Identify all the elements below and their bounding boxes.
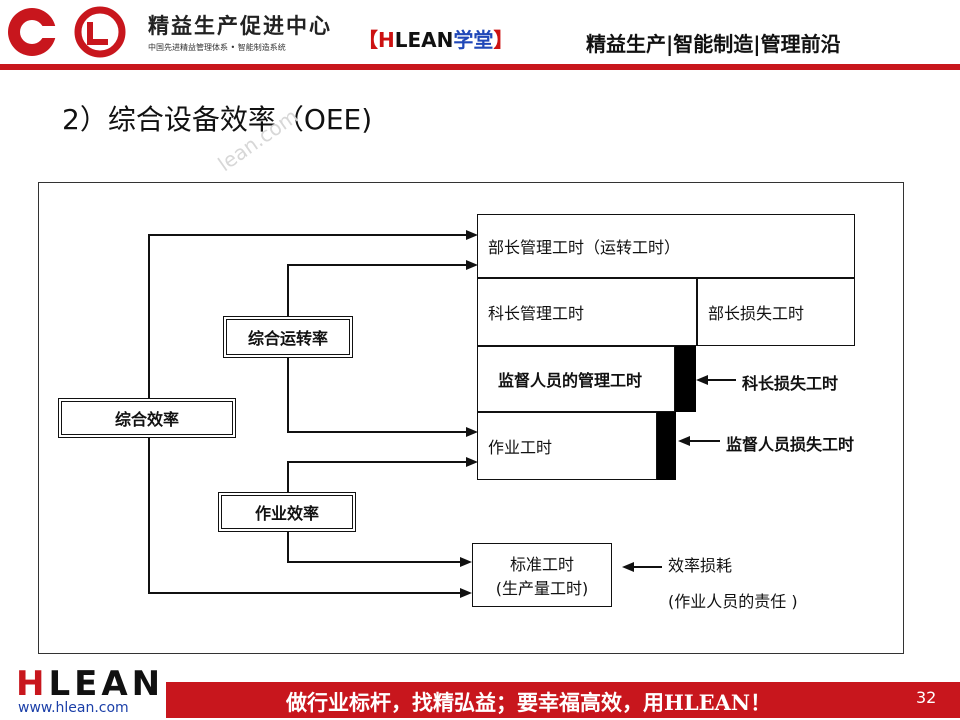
footer-logo: HLEAN (16, 664, 164, 704)
connector (287, 461, 466, 463)
label-efficiency-loss-note: (作业人员的责任 ) (668, 592, 798, 611)
box-dept-head-loss: 部长损失工时 (697, 278, 855, 346)
arrow-right-icon (466, 230, 478, 240)
banner-lean: LEAN (394, 28, 454, 52)
label-efficiency-loss: 效率损耗 (668, 556, 733, 575)
box-label-line1: 标准工时 (509, 555, 574, 574)
connector (287, 431, 466, 433)
loss-bar-supervisor (657, 412, 676, 480)
box-work-efficiency: 作业效率 (218, 492, 356, 532)
connector (148, 592, 460, 594)
box-label: 作业效率 (254, 504, 319, 523)
connector (287, 461, 289, 492)
box-section-chief-hours: 科长管理工时 (477, 278, 697, 346)
arrow-right-icon (460, 588, 472, 598)
connector (148, 234, 150, 398)
connector (634, 566, 662, 568)
box-label: 部长损失工时 (708, 304, 805, 323)
connector (690, 440, 720, 442)
arrow-left-icon (622, 562, 634, 572)
arrow-left-icon (678, 436, 690, 446)
connector (708, 379, 736, 381)
diagram-frame (38, 182, 904, 654)
box-standard-hours: 标准工时 (生产量工时) (472, 543, 612, 607)
box-work-hours: 作业工时 (477, 412, 657, 480)
footer-logo-lean: LEAN (48, 664, 165, 704)
banner-bracket-open: 【 (358, 28, 378, 52)
arrow-right-icon (460, 557, 472, 567)
box-overall-efficiency: 综合效率 (58, 398, 236, 438)
box-label: 综合运转率 (247, 329, 328, 348)
box-label: 部长管理工时（运转工时） (488, 238, 681, 257)
footer-slogan: 做行业标杆，找精弘益；要幸福高效，用HLEAN！ (286, 690, 772, 715)
arrow-left-icon (696, 375, 708, 385)
box-label: 综合效率 (114, 410, 179, 429)
page-title: 2）综合设备效率（OEE) (62, 103, 373, 136)
connector (148, 438, 150, 593)
header-banner: 【HLEAN学堂】 (358, 24, 513, 53)
brand-name: 精益生产促进中心 (148, 14, 332, 38)
connector (287, 358, 289, 432)
connector (287, 264, 466, 266)
connector (148, 234, 466, 236)
footer-url[interactable]: www.hlean.com (18, 700, 129, 716)
company-logo (8, 6, 126, 58)
label-section-chief-loss: 科长损失工时 (742, 374, 839, 393)
connector (287, 532, 289, 562)
box-label: 监督人员的管理工时 (498, 371, 643, 390)
arrow-right-icon (466, 260, 478, 270)
page-number: 32 (916, 688, 937, 707)
box-label: 科长管理工时 (488, 304, 585, 323)
arrow-right-icon (466, 457, 478, 467)
header-divider (0, 64, 960, 70)
banner-h: H (378, 28, 395, 52)
banner-cn: 学堂 (453, 28, 494, 52)
arrow-right-icon (466, 427, 478, 437)
box-label-line2: (生产量工时) (495, 579, 589, 598)
box-overall-operating-rate: 综合运转率 (223, 316, 353, 358)
banner-bracket-close: 】 (493, 28, 514, 52)
footer-bar (166, 682, 960, 718)
footer-logo-h: H (16, 664, 49, 704)
label-supervisor-loss: 监督人员损失工时 (726, 435, 855, 454)
box-supervisor-hours: 监督人员的管理工时 (477, 346, 675, 412)
box-dept-head-hours: 部长管理工时（运转工时） (477, 214, 855, 278)
connector (287, 264, 289, 316)
loss-bar-section-chief (675, 346, 696, 412)
connector (287, 561, 460, 563)
box-label: 作业工时 (488, 438, 553, 457)
header-topics: 精益生产|智能制造|管理前沿 (586, 32, 841, 56)
brand-tagline: 中国先进精益管理体系 • 智能制造系统 (148, 43, 286, 52)
